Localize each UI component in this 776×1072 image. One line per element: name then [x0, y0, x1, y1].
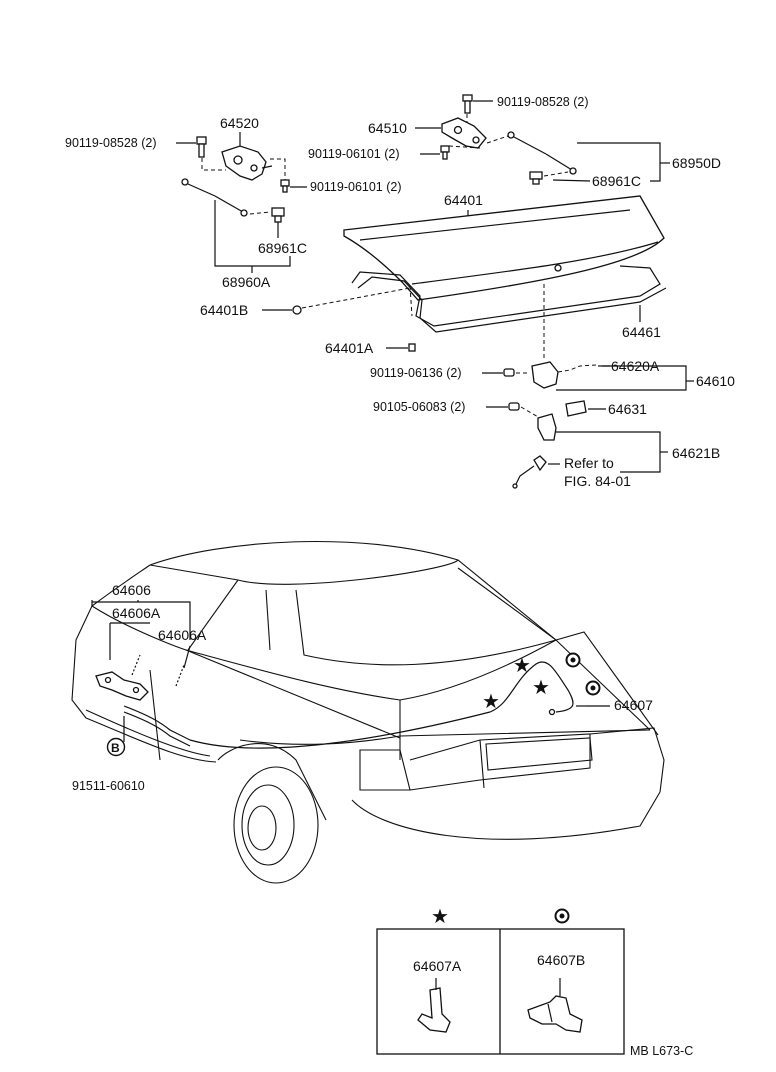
- luggage-door-group: 64401 64461 64401B 64401A: [200, 192, 667, 360]
- label-stopper: 64401A: [325, 340, 374, 356]
- stay-rod-left: [181, 178, 248, 217]
- legend-star-part: 64607A: [413, 958, 462, 974]
- label-stay-clip-left: 68961C: [258, 240, 307, 256]
- lock-part: [531, 361, 559, 389]
- star-marker-3: ★: [482, 691, 500, 713]
- label-weatherstrip: 64461: [622, 324, 661, 340]
- label-lock-assy: 64610: [696, 373, 735, 389]
- legend-dot-part: 64607B: [537, 952, 585, 968]
- label-bolt-hinge-left-2: 90119-06101 (2): [310, 180, 402, 194]
- label-hinge-right: 64510: [368, 120, 407, 136]
- bolt-icon: [196, 136, 207, 158]
- dot-marker-2: [585, 680, 601, 696]
- label-striker-cover: 64631: [608, 401, 647, 417]
- striker-cover-part: [565, 400, 587, 417]
- hinge-left-part: [221, 145, 273, 181]
- opener-cable-group: 64606 64606A 64606A 64607 ★ ★ ★: [72, 582, 653, 793]
- label-hinge-left: 64520: [220, 115, 259, 131]
- label-refer-line1: Refer to: [564, 455, 614, 471]
- bolt-icon: [462, 94, 473, 114]
- label-stay-assy-right: 68950D: [672, 155, 721, 171]
- stay-rod-right: [486, 131, 577, 175]
- footer-code: MB L673-C: [630, 1044, 693, 1058]
- bolt-icon: [280, 179, 290, 193]
- dot-marker-1: [565, 652, 581, 668]
- hinge-right-part: [441, 117, 487, 149]
- b-marker-icon: B: [106, 737, 126, 757]
- clip-icon: [529, 171, 543, 185]
- bolt-icon: [440, 145, 450, 160]
- weatherstrip: [351, 265, 661, 327]
- star-marker-2: ★: [532, 677, 550, 699]
- cushion-part: [292, 305, 302, 315]
- car-body-illustration: [71, 540, 665, 884]
- lock-group: 90119-06136 (2) 64620A 64610 90105-06083…: [370, 358, 735, 489]
- label-refer-line2: FIG. 84-01: [564, 473, 631, 489]
- clip-icon: [271, 207, 285, 223]
- label-rod-a: 64606A: [112, 605, 161, 621]
- label-bolt-hinge-left: 90119-08528 (2): [65, 136, 157, 150]
- left-hinge-group: 90119-08528 (2) 64520 90119-06101 (2): [65, 115, 402, 290]
- star-marker-1: ★: [513, 655, 531, 677]
- label-screw-lock: 90119-06136 (2): [370, 366, 462, 380]
- label-bolt-hinge-right: 90119-08528 (2): [497, 95, 589, 109]
- label-stay-clip-right: 68961C: [592, 173, 641, 189]
- label-b-marker: B: [111, 741, 120, 755]
- clip-b-part: [527, 978, 583, 1033]
- label-striker: 64621B: [672, 445, 720, 461]
- label-bolt-hinge-right-2: 90119-06101 (2): [308, 147, 400, 161]
- trunk-lid: [343, 195, 665, 301]
- label-clip-part: 91511-60610: [72, 779, 145, 793]
- label-cable: 64607: [614, 697, 653, 713]
- clip-a-part: [417, 978, 451, 1033]
- opener-cable: [123, 661, 574, 749]
- label-luggage-door: 64401: [444, 192, 483, 208]
- label-cushion: 64401B: [200, 302, 248, 318]
- opener-lever-part: [95, 671, 149, 701]
- legend-box: ★ 64607A 64607B MB L673-C: [376, 906, 693, 1058]
- label-stay-assy-left: 68960A: [222, 274, 271, 290]
- label-opener-assy: 64606: [112, 582, 151, 598]
- label-screw-striker: 90105-06083 (2): [373, 400, 465, 414]
- legend-star-symbol: ★: [431, 906, 449, 928]
- label-rod-b: 64606A: [158, 627, 207, 643]
- striker-part: [537, 413, 557, 441]
- screw-icon: [503, 368, 515, 377]
- legend-dot-symbol: [554, 908, 570, 924]
- right-hinge-group: 90119-08528 (2) 64510 90119-06101 (2): [308, 94, 721, 189]
- screw-icon: [508, 402, 520, 411]
- stopper-part: [408, 343, 416, 352]
